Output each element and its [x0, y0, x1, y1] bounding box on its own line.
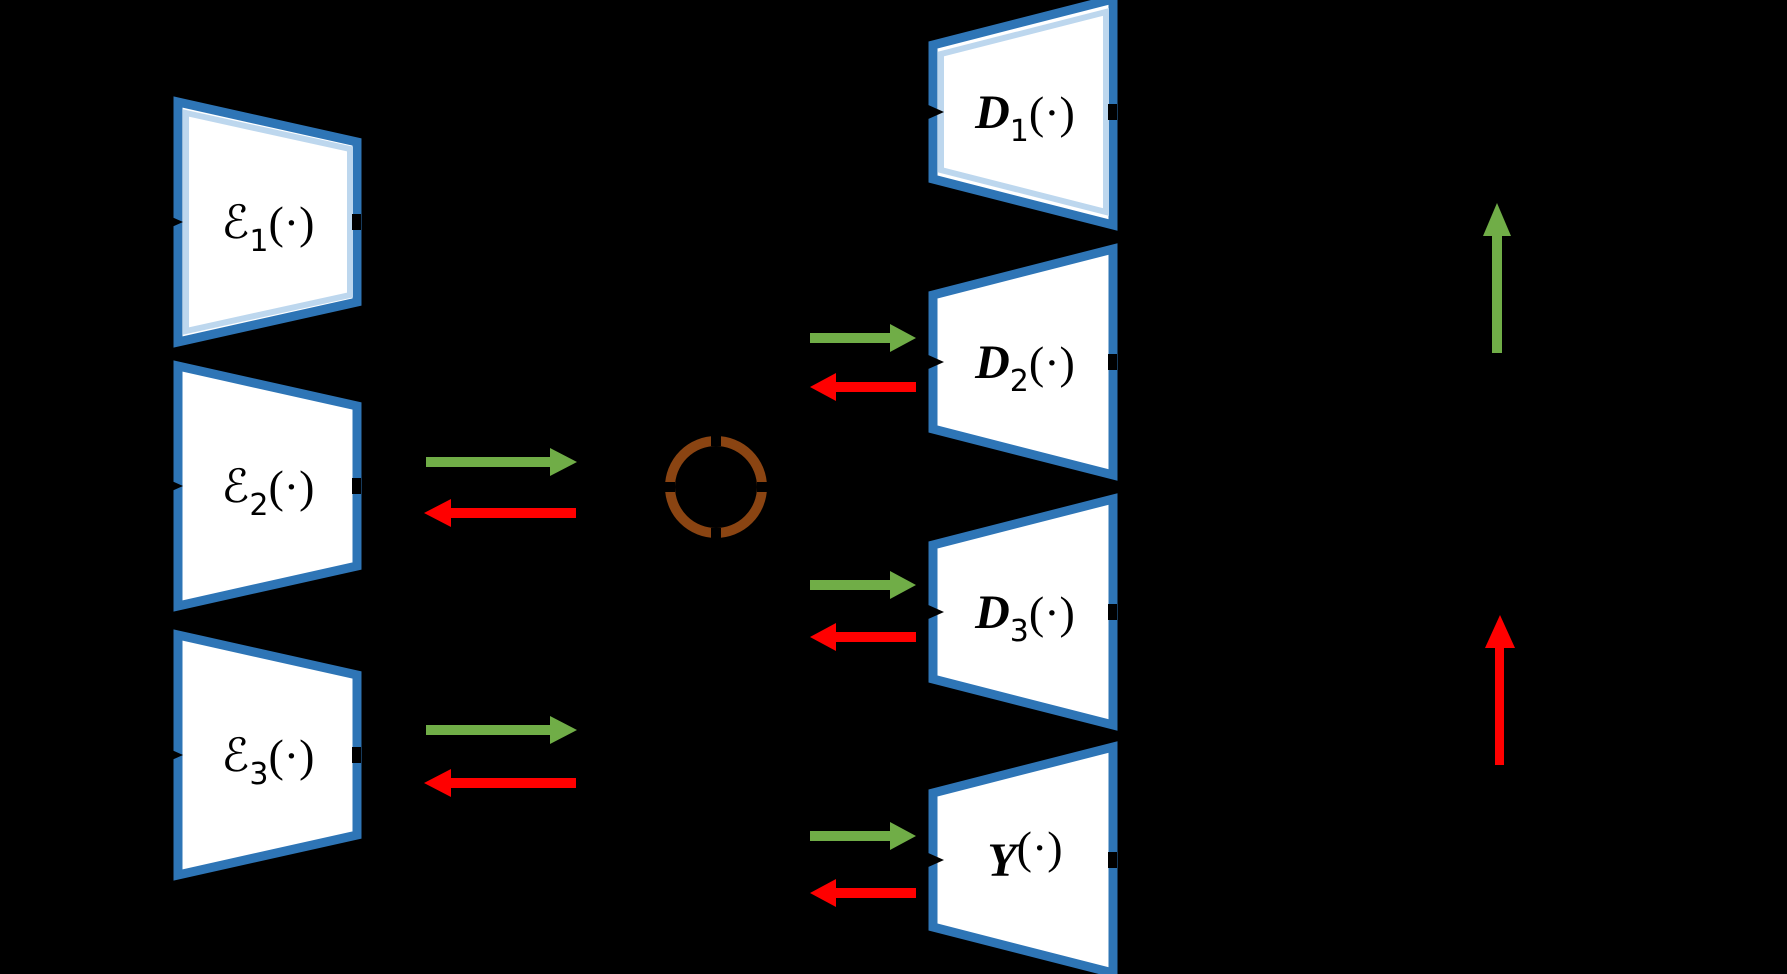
arrow-shaft	[836, 632, 916, 642]
decoder-y-trapezoid	[928, 741, 1118, 974]
encoder-2-node: ℰ2(·)	[156, 360, 362, 612]
connector-tick	[352, 214, 361, 230]
connector-tick	[1108, 604, 1117, 620]
encoder-2-trapezoid	[173, 360, 362, 612]
input-arrowhead	[156, 474, 183, 498]
encoder-3-trapezoid	[173, 629, 362, 881]
arrowhead-left	[424, 499, 451, 527]
arrow-shaft	[836, 888, 916, 898]
input-arrowhead	[917, 100, 944, 124]
decoder-1-label: D1(·)	[974, 86, 1075, 149]
arrowhead-right	[890, 822, 916, 850]
decoder-1-trapezoid	[928, 0, 1118, 231]
decoder-3-node: D3(·)	[917, 493, 1118, 731]
arrow-shaft	[1495, 645, 1504, 765]
encoder-3-node: ℰ3(·)	[156, 629, 362, 881]
arrow-shaft	[810, 333, 890, 343]
connector-tick	[757, 482, 767, 492]
forward-legend-arrow	[1483, 203, 1511, 353]
encoder-2-backward-arrow	[424, 499, 576, 527]
input-arrowhead	[917, 600, 944, 624]
decoder-3-trapezoid	[928, 493, 1118, 731]
arrowhead-left	[810, 623, 836, 651]
arrow-shaft	[810, 580, 890, 590]
encoder-2-label: ℰ2(·)	[222, 459, 315, 523]
decoder-1-inner-border	[938, 8, 1109, 216]
decoder-y-backward-arrow	[810, 879, 916, 907]
connector-tick	[711, 528, 721, 538]
decoder-y-label: Y(·)	[987, 822, 1062, 887]
arrow-shaft	[836, 382, 916, 392]
connector-tick	[1108, 852, 1117, 868]
backward-legend-arrow	[1485, 615, 1515, 765]
arrow-shaft	[451, 508, 576, 518]
encoder-1-trapezoid	[173, 96, 362, 348]
encoder-3-label: ℰ3(·)	[222, 728, 315, 792]
decoder-3-backward-arrow	[810, 623, 916, 651]
decoder-y-forward-arrow	[810, 822, 916, 850]
connector-tick	[711, 436, 721, 446]
connector-tick	[352, 747, 361, 763]
encoder-1-label: ℰ1(·)	[222, 195, 315, 259]
input-arrowhead	[156, 210, 183, 234]
connector-tick	[1108, 354, 1117, 370]
latent-node	[665, 436, 767, 538]
connector-tick	[352, 478, 361, 494]
arrowhead-right	[550, 716, 577, 744]
input-arrowhead	[917, 848, 944, 872]
latent-circle	[665, 436, 767, 538]
input-arrowhead	[917, 350, 944, 374]
arrow-shaft	[810, 831, 890, 841]
arrowhead-left	[810, 373, 836, 401]
arrowhead-right	[550, 448, 577, 476]
input-arrowhead	[156, 743, 183, 767]
decoder-3-forward-arrow	[810, 571, 916, 599]
encoder-1-inner-border	[183, 109, 353, 335]
arrow-shaft	[426, 457, 550, 467]
arrowhead-left	[424, 769, 451, 797]
connector-tick	[1108, 104, 1117, 120]
arrowhead-right	[890, 571, 916, 599]
decoder-2-trapezoid	[928, 243, 1118, 481]
arrow-shaft	[451, 778, 576, 788]
decoder-2-backward-arrow	[810, 373, 916, 401]
decoder-2-node: D2(·)	[917, 243, 1118, 481]
decoder-1-node: D1(·)	[917, 0, 1118, 231]
encoder-2-forward-arrow	[426, 448, 577, 476]
decoder-2-forward-arrow	[810, 324, 916, 352]
arrow-shaft	[1492, 233, 1502, 353]
arrowhead-up	[1485, 615, 1515, 648]
decoder-2-label: D2(·)	[974, 336, 1075, 399]
encoder-3-backward-arrow	[424, 769, 576, 797]
arrowhead-up	[1483, 203, 1511, 236]
arrowhead-left	[810, 879, 836, 907]
decoder-y-node: Y(·)	[917, 741, 1118, 974]
arrow-shaft	[426, 725, 550, 735]
arrowhead-right	[890, 324, 916, 352]
decoder-3-label: D3(·)	[974, 586, 1075, 649]
connector-tick	[665, 482, 675, 492]
encoder-3-forward-arrow	[426, 716, 577, 744]
encoder-1-node: ℰ1(·)	[156, 96, 362, 348]
